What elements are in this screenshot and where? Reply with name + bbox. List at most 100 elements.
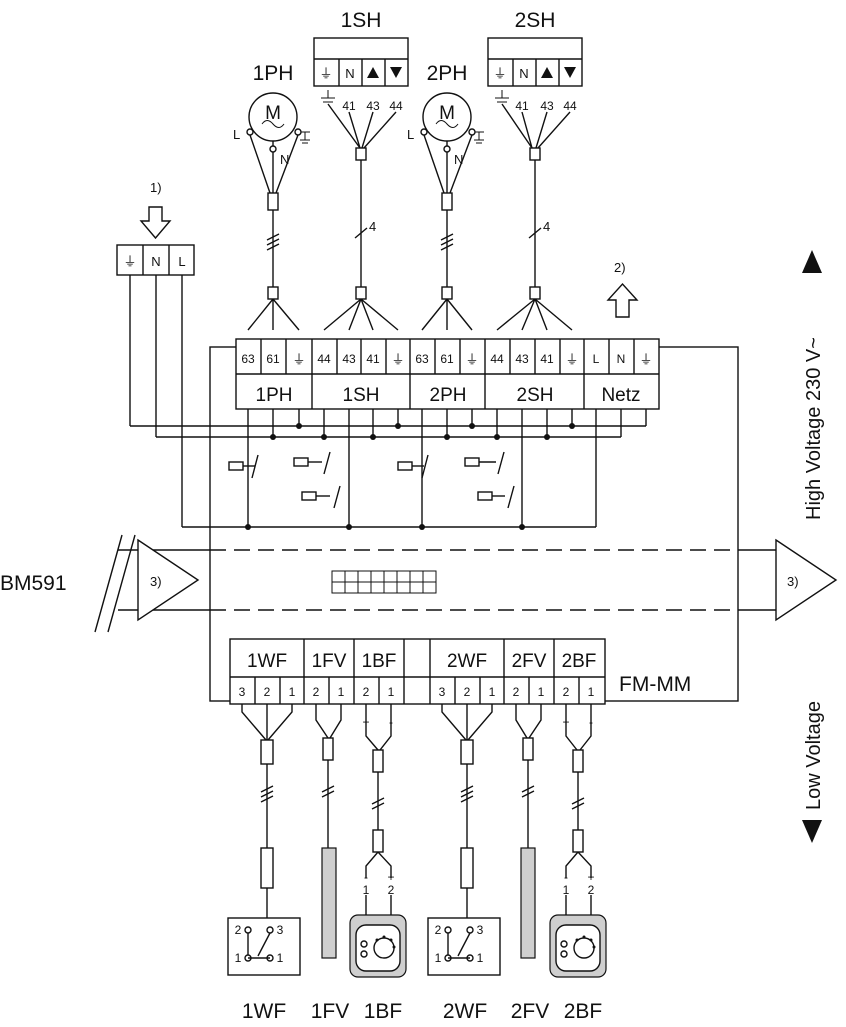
svg-text:+: + (587, 870, 594, 884)
ground-icon: ⏚ (391, 352, 404, 367)
high-voltage-label: High Voltage 230 V~ (803, 337, 825, 520)
note-1: 1) (150, 180, 162, 195)
svg-text:2: 2 (513, 685, 520, 699)
bus-connector-icon (331, 570, 437, 594)
hv-pin: 63 (241, 352, 255, 366)
arrow-down-icon (139, 206, 172, 240)
svg-text:1: 1 (435, 951, 442, 965)
svg-text:2: 2 (588, 883, 595, 897)
svg-text:+: + (562, 715, 569, 729)
mixer2-label: 2SH (515, 9, 556, 32)
svg-text:1: 1 (477, 951, 484, 965)
cable-2wf (441, 704, 493, 918)
svg-text:L: L (233, 127, 240, 142)
arrow-up-icon (606, 282, 639, 318)
svg-text:3): 3) (787, 574, 799, 589)
svg-text:43: 43 (366, 99, 380, 113)
ground-icon: ⏚ (465, 352, 478, 367)
svg-text:3: 3 (239, 685, 246, 699)
bus-label: BM591 (0, 572, 67, 595)
ground-icon: ⏚ (639, 352, 652, 367)
ground-icon: ⏚ (292, 352, 305, 367)
hv-pin: N (617, 352, 626, 366)
svg-text:3: 3 (439, 685, 446, 699)
hv-pin: 61 (266, 352, 280, 366)
svg-text:N: N (454, 152, 463, 167)
lv-group-label: 2WF (447, 651, 487, 672)
svg-text:4: 4 (543, 219, 550, 234)
svg-text:1: 1 (388, 685, 395, 699)
svg-text:L: L (178, 254, 185, 269)
mixer-2sh (487, 37, 583, 331)
svg-text:2: 2 (464, 685, 471, 699)
ground-icon: ⏚ (123, 254, 136, 269)
svg-text:44: 44 (563, 99, 577, 113)
svg-text:L: L (407, 127, 414, 142)
svg-text:1: 1 (235, 951, 242, 965)
relay-contacts (228, 451, 515, 509)
svg-text:-: - (389, 715, 393, 729)
svg-text:41: 41 (342, 99, 356, 113)
device-label: 1WF (242, 1000, 286, 1023)
svg-text:2: 2 (388, 883, 395, 897)
hv-group-label: 1PH (256, 385, 293, 406)
room-sensor-icon (349, 914, 407, 978)
svg-text:3): 3) (150, 574, 162, 589)
hv-group-label: 1SH (343, 385, 380, 406)
room-sensor-icon (549, 914, 607, 978)
lv-terminal-strip (229, 638, 606, 705)
hv-pin: L (593, 352, 600, 366)
lv-group-label: 2BF (562, 651, 597, 672)
module-name: FM-MM (619, 673, 691, 696)
ground-icon: ⏚ (319, 66, 332, 81)
svg-text:1: 1 (363, 883, 370, 897)
svg-text:N: N (151, 254, 160, 269)
pump-1ph (246, 92, 310, 331)
device-label: 1BF (364, 1000, 403, 1023)
svg-text:3: 3 (477, 923, 484, 937)
ground-icon: ⏚ (565, 352, 578, 367)
bus-out-arrow (775, 538, 838, 622)
svg-text:1: 1 (277, 951, 284, 965)
cable-1fv (315, 704, 342, 959)
svg-text:3: 3 (277, 923, 284, 937)
svg-text:2: 2 (563, 685, 570, 699)
device-label: 1FV (311, 1000, 350, 1023)
cable-1wf (241, 704, 293, 918)
svg-text:1: 1 (538, 685, 545, 699)
lv-group-label: 1BF (362, 651, 397, 672)
hv-pin: 44 (490, 352, 504, 366)
svg-text:1: 1 (289, 685, 296, 699)
hv-group-label: 2SH (517, 385, 554, 406)
svg-text:-: - (589, 715, 593, 729)
hv-group-label: Netz (601, 385, 640, 406)
svg-text:41: 41 (515, 99, 529, 113)
svg-text:44: 44 (389, 99, 403, 113)
device-label: 2FV (511, 1000, 550, 1023)
lv-group-label: 2FV (512, 651, 547, 672)
svg-text:N: N (345, 66, 354, 81)
svg-text:43: 43 (540, 99, 554, 113)
svg-text:2: 2 (235, 923, 242, 937)
cable-2fv (515, 704, 542, 959)
cable-2bf (565, 704, 592, 915)
switch-icon (427, 917, 501, 976)
triangle-up-icon (802, 250, 822, 273)
pump-2ph (420, 92, 484, 331)
cable-1bf (365, 704, 392, 915)
svg-text:1: 1 (563, 883, 570, 897)
svg-text:+: + (362, 715, 369, 729)
svg-text:2: 2 (363, 685, 370, 699)
motor-icon: M (439, 103, 455, 124)
switch-icon (227, 917, 301, 976)
bus-in-arrow (137, 538, 200, 622)
lv-group-label: 1FV (312, 651, 347, 672)
hv-pin: 41 (540, 352, 554, 366)
device-label: 2WF (443, 1000, 487, 1023)
mains-terminal (116, 244, 195, 276)
hv-pin: 44 (317, 352, 331, 366)
low-voltage-label: Low Voltage (803, 701, 825, 810)
svg-text:1: 1 (489, 685, 496, 699)
motor-icon: M (265, 103, 281, 124)
